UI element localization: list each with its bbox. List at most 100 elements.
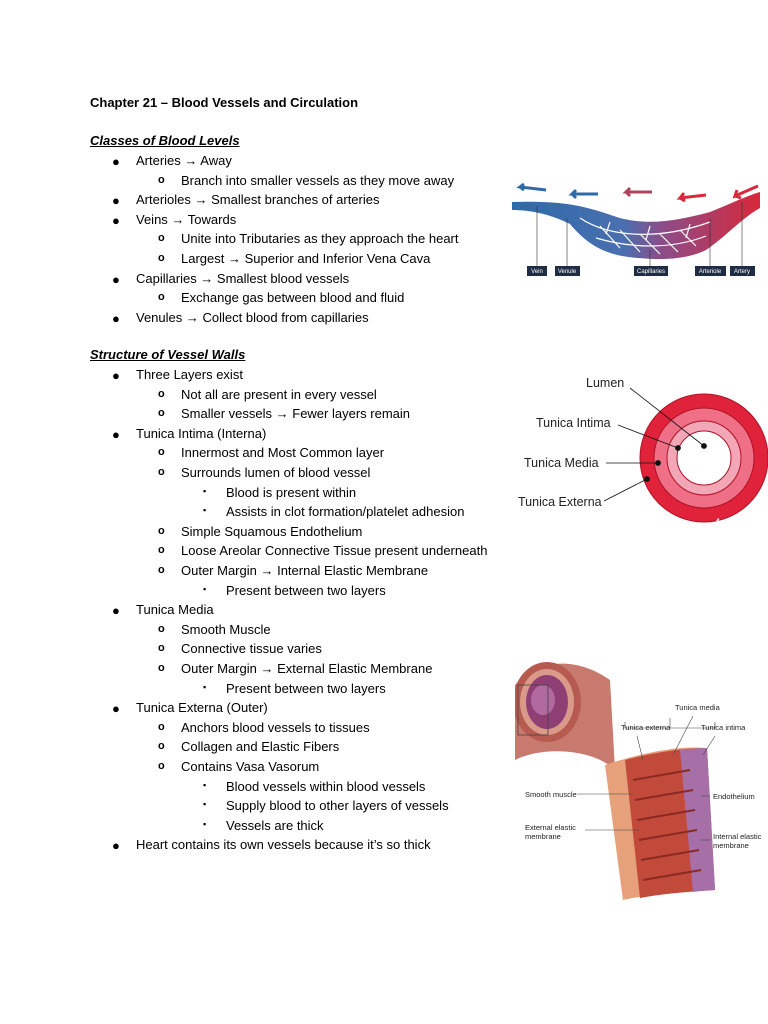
label-endothelium: Endothelium [713,792,755,801]
list-item: Outer Margin → External Elastic Membrane [181,661,433,676]
label-vein: Vein [531,269,543,275]
list-item: Anchors blood vessels to tissues [181,719,370,735]
list-item: Smaller vessels → Fewer layers remain [181,406,411,422]
bullet-marker: o [158,252,165,264]
bullet-marker: o [158,662,165,674]
bullet-marker: o [158,173,165,186]
bullet-marker: ● [112,271,120,287]
label-artery: Artery [734,269,750,275]
list-item: Surrounds lumen of blood vessel [181,465,371,480]
label-wall-tunica-media: Tunica media [675,703,721,712]
label-smooth-muscle: Smooth muscle [525,790,577,799]
section-heading-classes: Classes of Blood Levels [90,133,240,148]
flow-arrows [516,182,759,203]
list-item: Tunica Intima (Interna) [136,425,267,441]
list-item: Blood is present within [226,484,357,500]
section-heading-structure: Structure of Vessel Walls [90,347,246,362]
bullet-marker: o [158,544,165,557]
label-external-elastic: External elastic [525,823,576,832]
label-tunica-media: Tunica Media [524,456,599,470]
list-item: Loose Areolar Connective Tissue present … [181,543,488,559]
bullet-marker: o [158,720,165,733]
wall-layers [605,747,715,900]
bullet-marker: o [158,622,165,635]
label-external-elastic-2: membrane [525,832,561,841]
list-item: Vessels are thick [226,817,324,833]
list-item: Venules → Collect blood from capillaries [136,309,369,325]
bullet-marker: ▪ [203,505,207,516]
bullet-marker: ● [112,426,120,442]
list-item: Assists in clot formation/platelet adhes… [226,504,465,520]
list-item: Tunica Externa (Outer) [136,700,268,716]
label-venule: Venule [558,269,577,275]
artery-tube [515,662,615,770]
list-item: Supply blood to other layers of vessels [226,798,449,814]
capillary-bed-figure: Vein Venule Capillaries Arteriole Artery [512,182,760,276]
page-title: Chapter 21 – Blood Vessels and Circulati… [90,95,359,110]
label-internal-elastic-2: membrane [713,841,749,850]
label-wall-tunica-externa: Tunica externa [621,723,671,732]
list-item: Smooth Muscle [181,621,271,637]
list-item: Outer Margin → Internal Elastic Membrane [181,563,429,578]
list-item: Capillaries → Smallest blood vessels [136,270,350,286]
bullet-marker: o [158,760,165,772]
label-wall-tunica-intima: Tunica intima [701,723,746,732]
bullet-marker: ● [112,838,120,854]
list-item: Exchange gas between blood and fluid [181,290,405,306]
label-tunica-intima: Tunica Intima [536,416,611,430]
list-item: Present between two layers [226,582,386,598]
bullet-marker: o [158,564,165,576]
bullet-marker: ▪ [203,583,207,594]
list-item: Simple Squamous Endothelium [181,523,363,539]
bullet-marker: ▪ [203,485,207,496]
bullet-marker: o [158,291,165,304]
cross-section-leaders [603,387,707,502]
label-leaders [536,202,743,266]
label-capillaries: Capillaries [637,269,665,275]
list-item: Veins → Towards [136,211,237,227]
list-item: Blood vessels within blood vessels [226,778,426,794]
bullet-marker: o [158,387,165,400]
bullet-marker: ● [112,603,120,619]
list-item: Branch into smaller vessels as they move… [181,172,455,188]
capillary-labels: Vein Venule Capillaries Arteriole Artery [527,266,755,276]
list-item: Unite into Tributaries as they approach … [181,231,459,247]
list-item: Contains Vasa Vasorum [181,759,320,774]
capillary-network [579,217,711,255]
bullet-marker: ▪ [203,799,207,810]
lumen [676,430,732,486]
wall-leaders [577,715,716,841]
bullet-marker: ● [112,212,120,228]
bullet-marker: o [158,407,165,420]
list-item: Tunica Media [136,602,214,618]
artery-wall-figure: Tunica media Tunica externa Tunica intim… [515,662,762,900]
bullet-marker: ▪ [203,818,207,829]
list-item: Three Layers exist [136,367,243,382]
fastbleep-watermark: fastbleep) [716,518,763,529]
bullet-marker: o [158,232,165,245]
list-item: Connective tissue varies [181,641,322,657]
label-internal-elastic: Internal elastic [713,832,762,841]
vessel-cross-section-figure: Lumen Tunica Intima Tunica Media Tunica … [518,376,768,529]
bullet-marker: o [158,740,165,753]
bullet-marker: ▪ [203,779,207,790]
list-item: Present between two layers [226,680,386,696]
label-lumen: Lumen [586,376,624,390]
bullet-marker: ● [112,154,120,169]
bullet-marker: o [158,524,165,537]
bullet-marker: o [158,446,165,459]
list-item: Arteries → Away [136,153,232,168]
bullet-marker: ● [112,368,120,383]
label-arteriole: Arteriole [699,269,722,275]
bullet-marker: ▪ [203,681,207,692]
bullet-marker: o [158,466,165,478]
list-item: Heart contains its own vessels because i… [136,837,431,853]
list-item: Largest → Superior and Inferior Vena Cav… [181,251,431,266]
vessel-band [512,192,760,260]
bullet-marker: ● [112,701,120,717]
list-item: Innermost and Most Common layer [181,445,385,461]
list-item: Arterioles → Smallest branches of arteri… [136,192,380,208]
label-tunica-externa: Tunica Externa [518,495,602,509]
bullet-marker: ● [112,310,120,326]
